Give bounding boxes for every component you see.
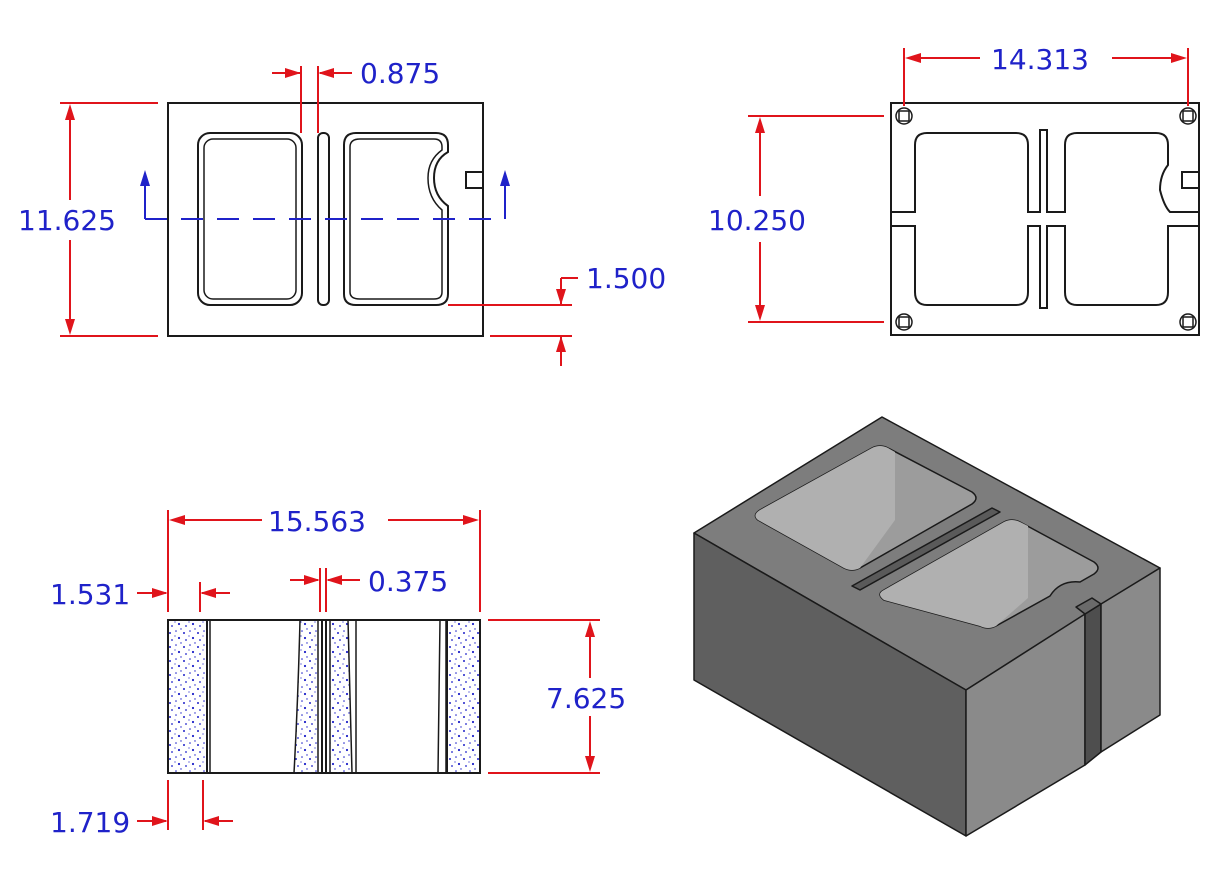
dim-1-500: 1.500 — [586, 262, 666, 295]
section-arrow-left-icon — [140, 170, 150, 186]
section-view: 15.563 1.531 0.375 7.625 1.719 — [50, 505, 626, 839]
bottom-view: 14.313 10.250 — [708, 43, 1200, 336]
arrow-icon — [152, 588, 168, 598]
arrow-icon — [203, 816, 219, 826]
arrow-icon — [326, 575, 342, 585]
end-notch — [1075, 597, 1102, 615]
corner-pad-icon — [895, 107, 1197, 331]
arrow-icon — [585, 756, 595, 772]
dim-7-625: 7.625 — [546, 682, 626, 715]
arrow-icon — [304, 575, 320, 585]
arrow-icon — [1171, 53, 1187, 63]
section-left-shell-hatch — [169, 621, 207, 772]
dim-0-375: 0.375 — [368, 565, 448, 598]
top-view: 11.625 0.875 1.500 — [18, 57, 666, 366]
arrow-icon — [585, 621, 595, 637]
section-web-right-hatch — [329, 619, 353, 774]
web-slot — [851, 507, 1001, 591]
dim-11-625: 11.625 — [18, 204, 116, 237]
section-arrow-right-icon — [500, 170, 510, 186]
dim-1-719: 1.719 — [50, 806, 130, 839]
top-view-right-cell — [343, 132, 449, 306]
arrow-icon — [556, 289, 566, 305]
arrow-icon — [755, 117, 765, 133]
arrow-icon — [285, 68, 301, 78]
dim-0-875: 0.875 — [360, 57, 440, 90]
isometric-block-view — [693, 416, 1161, 837]
dim-10-250: 10.250 — [708, 204, 806, 237]
section-web-left-hatch — [293, 619, 319, 774]
arrow-icon — [169, 515, 185, 525]
block-slot-face — [1084, 603, 1102, 766]
arrow-icon — [65, 319, 75, 335]
arrow-icon — [65, 104, 75, 120]
bottom-view-outline — [890, 102, 1200, 336]
section-right-shell-hatch — [448, 621, 479, 772]
bottom-view-end-slot — [1181, 171, 1199, 189]
arrow-icon — [556, 336, 566, 352]
arrow-icon — [152, 816, 168, 826]
arrow-icon — [905, 53, 921, 63]
dim-1-531: 1.531 — [50, 578, 130, 611]
top-view-right-cell-inner — [349, 138, 443, 300]
arrow-icon — [200, 588, 216, 598]
dim-14-313: 14.313 — [991, 43, 1089, 76]
top-view-end-slot — [465, 171, 483, 189]
section-outline — [167, 619, 481, 774]
dim-15-563: 15.563 — [268, 505, 366, 538]
bottom-view-lower-cells — [891, 225, 1199, 309]
arrow-icon — [755, 305, 765, 321]
arrow-icon — [463, 515, 479, 525]
block-side-face-end — [1100, 567, 1161, 753]
bottom-view-upper-cells — [891, 129, 1199, 213]
arrow-icon — [318, 68, 334, 78]
top-view-left-cell — [197, 132, 303, 306]
